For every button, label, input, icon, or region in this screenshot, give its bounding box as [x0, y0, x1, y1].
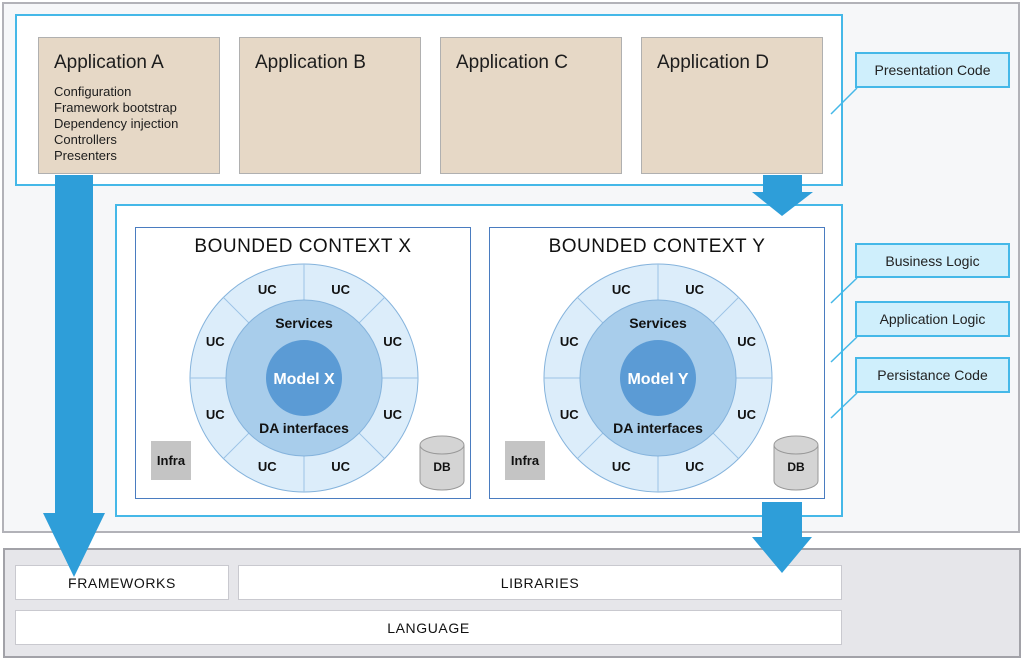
application-d-title: Application D	[657, 52, 769, 73]
infra-box: Infra	[505, 441, 545, 480]
da-interfaces-label: DA interfaces	[259, 420, 349, 436]
application-a-box: Application A Configuration Framework bo…	[38, 37, 220, 174]
db-label: DB	[433, 460, 451, 474]
bounded-context-x-rings: UC UC UC UC UC UC UC UC Services Model X…	[189, 263, 465, 493]
uc-segment-label: UC	[737, 334, 756, 349]
presentation-code-callout: Presentation Code	[855, 52, 1010, 88]
app-item: Configuration	[54, 84, 132, 99]
app-item: Dependency injection	[54, 116, 179, 131]
business-layer-container: BOUNDED CONTEXT X UC UC UC UC UC UC UC U…	[115, 204, 843, 517]
uc-segment-label: UC	[258, 282, 277, 297]
model-core-label: Model X	[273, 371, 335, 388]
app-item: Controllers	[54, 132, 117, 147]
uc-segment-label: UC	[737, 407, 756, 422]
services-ring-label: Services	[275, 315, 333, 331]
da-interfaces-label: DA interfaces	[613, 420, 703, 436]
business-logic-callout: Business Logic	[855, 243, 1010, 278]
application-c-title: Application C	[456, 52, 568, 73]
infra-box: Infra	[151, 441, 191, 480]
db-cylinder-icon: DB	[419, 435, 465, 491]
bounded-context-x-title: BOUNDED CONTEXT X	[194, 236, 412, 257]
uc-segment-label: UC	[206, 407, 225, 422]
uc-segment-label: UC	[258, 459, 277, 474]
uc-segment-label: UC	[560, 334, 579, 349]
uc-segment-label: UC	[206, 334, 225, 349]
app-item: Presenters	[54, 148, 117, 163]
application-a-items: Configuration Framework bootstrap Depend…	[54, 84, 204, 164]
presentation-layer-container: Application A Configuration Framework bo…	[15, 14, 843, 186]
application-a-title: Application A	[54, 52, 164, 73]
uc-segment-label: UC	[612, 459, 631, 474]
db-label: DB	[787, 460, 805, 474]
application-logic-callout: Application Logic	[855, 301, 1010, 337]
uc-segment-label: UC	[331, 459, 350, 474]
application-b-title: Application B	[255, 52, 366, 73]
platform-strip: FRAMEWORKS LIBRARIES LANGUAGE	[3, 548, 1021, 658]
frameworks-box: FRAMEWORKS	[15, 565, 229, 600]
application-c-box: Application C	[440, 37, 622, 174]
model-core-circle	[266, 340, 342, 416]
application-d-box: Application D	[641, 37, 823, 174]
bounded-context-y-box: BOUNDED CONTEXT Y UC UC UC UC UC UC UC U…	[489, 227, 825, 499]
services-ring-label: Services	[629, 315, 687, 331]
application-b-box: Application B	[239, 37, 421, 174]
db-cylinder-icon: DB	[773, 435, 819, 491]
ring-segment-dividers	[190, 264, 418, 492]
model-core-circle	[620, 340, 696, 416]
uc-segment-label: UC	[685, 459, 704, 474]
uc-segment-label: UC	[383, 407, 402, 422]
persistence-code-callout: Persistance Code	[855, 357, 1010, 393]
uc-segment-label: UC	[612, 282, 631, 297]
bounded-context-y-title: BOUNDED CONTEXT Y	[548, 236, 766, 257]
ring-segment-dividers	[544, 264, 772, 492]
uc-segment-label: UC	[331, 282, 350, 297]
uc-segment-label: UC	[560, 407, 579, 422]
uc-segment-label: UC	[685, 282, 704, 297]
libraries-box: LIBRARIES	[238, 565, 842, 600]
model-core-label: Model Y	[627, 371, 688, 388]
uc-segment-label: UC	[383, 334, 402, 349]
app-item: Framework bootstrap	[54, 100, 177, 115]
bounded-context-y-rings: UC UC UC UC UC UC UC UC Services Model Y…	[543, 263, 819, 493]
bounded-context-x-box: BOUNDED CONTEXT X UC UC UC UC UC UC UC U…	[135, 227, 471, 499]
language-box: LANGUAGE	[15, 610, 842, 645]
